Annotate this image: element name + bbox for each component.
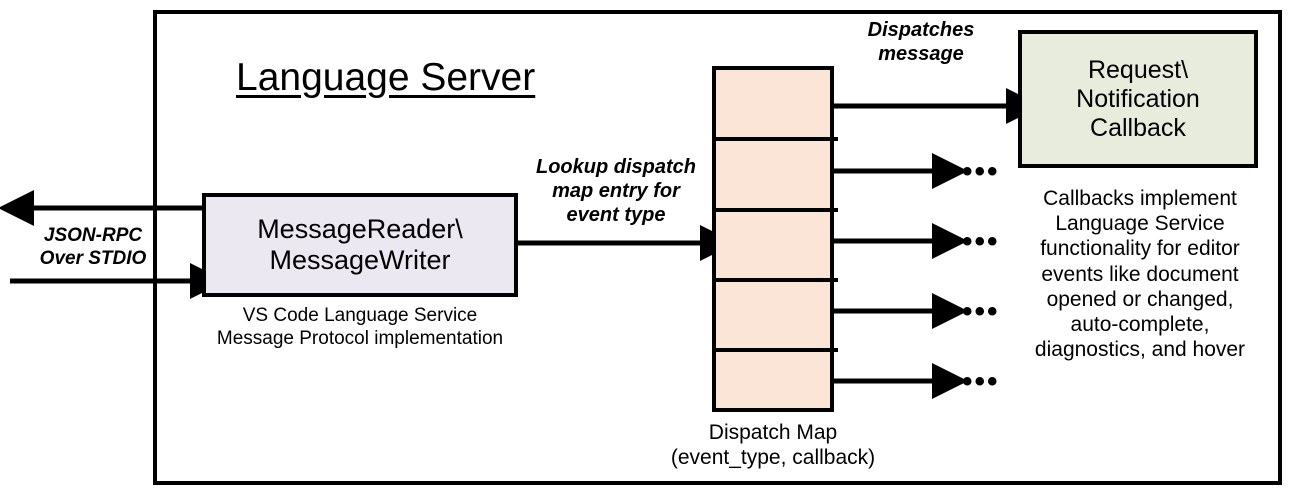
table-row[interactable] xyxy=(716,282,838,352)
ellipsis-row-3: ••• xyxy=(962,225,1000,258)
request-notification-callback-box[interactable] xyxy=(1018,30,1258,168)
ellipsis-row-5: ••• xyxy=(962,365,1000,398)
ellipsis-row-2: ••• xyxy=(962,155,1000,188)
jsonrpc-edge-label: JSON-RPC Over STDIO xyxy=(39,225,147,269)
page-title: Language Server xyxy=(236,56,536,100)
dispatch-map-caption: Dispatch Map (event_type, callback) xyxy=(670,421,876,470)
message-reader-box[interactable] xyxy=(202,193,518,297)
message-reader-label: MessageReader\ MessageWriter xyxy=(257,213,463,275)
callback-caption: Callbacks implement Language Service fun… xyxy=(1034,187,1246,362)
table-row[interactable] xyxy=(716,141,838,212)
lookup-edge-label: Lookup dispatch map entry for event type xyxy=(536,156,696,226)
ellipsis-row-4: ••• xyxy=(962,295,1000,328)
language-server-boundary xyxy=(153,10,1282,485)
table-row[interactable] xyxy=(716,352,838,412)
table-row[interactable] xyxy=(716,70,838,141)
message-reader-caption: VS Code Language Service Message Protoco… xyxy=(216,305,504,349)
dispatch-map-table[interactable] xyxy=(712,66,838,412)
table-row[interactable] xyxy=(716,212,838,282)
callback-label: Request\ Notification Callback xyxy=(1076,55,1200,142)
dispatches-edge-label: Dispatches message xyxy=(867,19,975,65)
